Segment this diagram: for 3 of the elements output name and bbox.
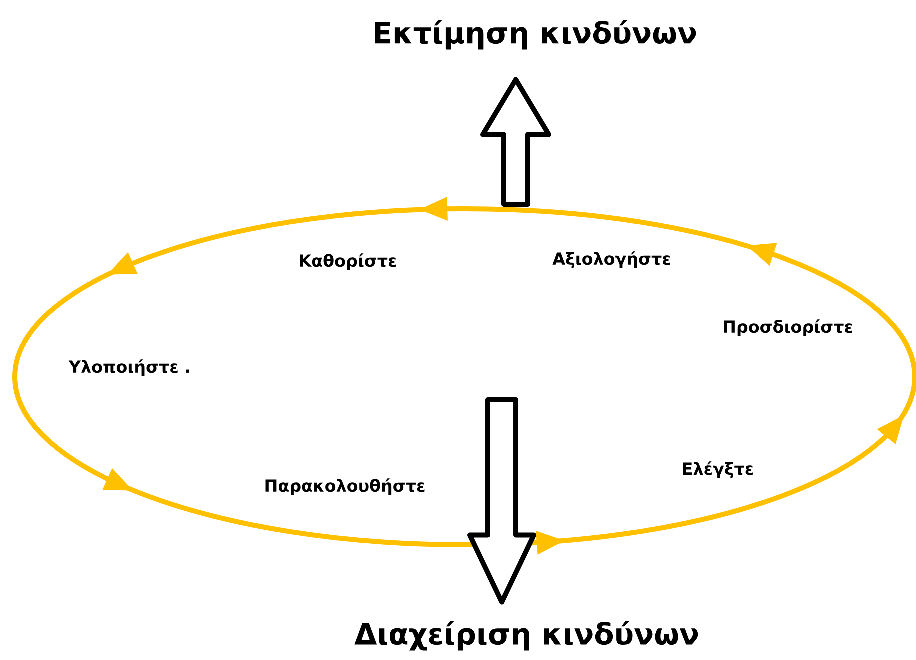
block-arrow <box>480 77 552 207</box>
heading: Εκτίμηση κινδύνων <box>375 20 696 50</box>
heading: Διαχείριση κινδύνων <box>354 621 698 651</box>
